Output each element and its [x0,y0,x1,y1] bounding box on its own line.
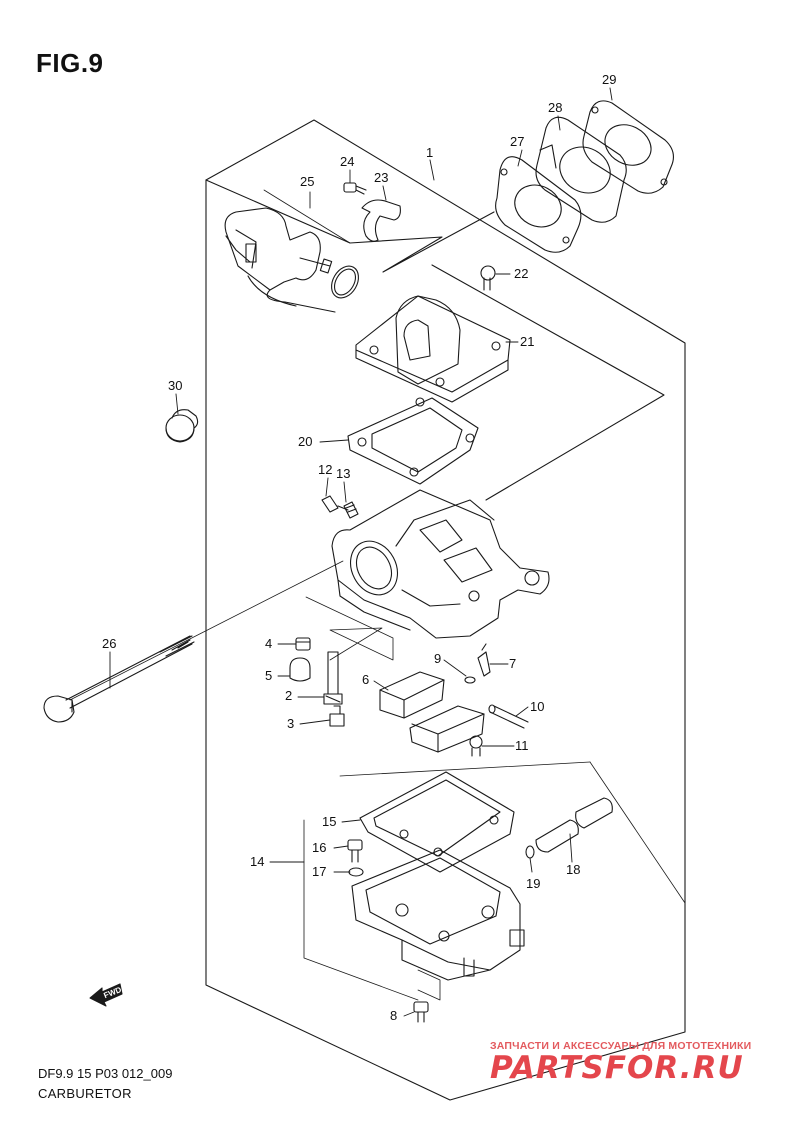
o-ring [331,265,359,299]
screw-16 [347,839,363,863]
callout-25: 25 [300,174,314,189]
figure-title: FIG.9 [36,48,104,78]
callout-labels: 1 2 3 4 5 6 7 8 9 10 11 12 13 14 15 16 1… [102,72,616,1023]
callout-3: 3 [287,716,294,731]
callout-2: 2 [285,688,292,703]
callout-4: 4 [265,636,272,651]
leader-lines [109,87,613,1017]
callout-30: 30 [168,378,182,393]
figure-code: DF9.9 15 P03 012_009 [38,1066,173,1081]
callout-22: 22 [514,266,528,281]
callout-29: 29 [602,72,616,87]
bracket-23 [361,199,401,242]
callout-26: 26 [102,636,116,651]
screw-22 [480,265,496,291]
carburetor-body [331,489,550,639]
pin-10 [488,704,529,729]
callout-11: 11 [515,738,529,753]
jet-2 [323,651,343,705]
gasket-28 [535,116,627,223]
gasket-15 [359,771,515,873]
frame-step-upper [205,179,495,273]
callout-23: 23 [374,170,388,185]
callout-1: 1 [426,145,433,160]
part-4 [295,637,311,651]
float-6 [379,671,485,753]
callout-13: 13 [336,466,350,481]
screw-8 [413,1001,429,1023]
bolt-26 [43,635,195,723]
plug-30 [165,409,199,443]
screw-12 [321,495,349,513]
callout-27: 27 [510,134,524,149]
callout-16: 16 [312,840,326,855]
part-5 [289,657,311,682]
callout-7: 7 [509,656,516,671]
callout-28: 28 [548,100,562,115]
callout-19: 19 [526,876,540,891]
solenoid-25 [224,207,336,313]
watermark-logo: PARTSFOR.RU [490,1050,744,1086]
clip-19 [525,845,535,859]
callout-5: 5 [265,668,272,683]
figure-caption: CARBURETOR [38,1086,132,1101]
callout-18: 18 [566,862,580,877]
screw-24 [343,182,367,195]
callout-21: 21 [520,334,534,349]
callout-15: 15 [322,814,336,829]
callout-17: 17 [312,864,326,879]
callout-6: 6 [362,672,369,687]
callout-9: 9 [434,651,441,666]
jet-3 [329,705,345,727]
callout-10: 10 [530,699,544,714]
screw-11 [469,735,483,757]
callout-8: 8 [390,1008,397,1023]
needle-7 [477,643,491,677]
callout-14: 14 [250,854,264,869]
frame-step-mid [431,264,665,501]
gasket-29 [582,100,674,194]
gasket-27 [495,156,582,253]
callout-24: 24 [340,154,354,169]
gasket-20 [347,397,479,485]
spring-13 [343,501,359,519]
watermark-tagline: ЗАПЧАСТИ И АКСЕССУАРЫ ДЛЯ МОТОТЕХНИКИ [490,1040,752,1052]
cover-21 [355,295,511,403]
fwd-arrow-icon [89,983,123,1007]
o-ring-17 [348,867,364,877]
clip-9 [464,676,476,684]
callout-20: 20 [298,434,312,449]
float-chamber-14 [351,849,525,981]
tube-18 [535,797,613,853]
callout-12: 12 [318,462,332,477]
assembly-frame [205,119,686,1101]
